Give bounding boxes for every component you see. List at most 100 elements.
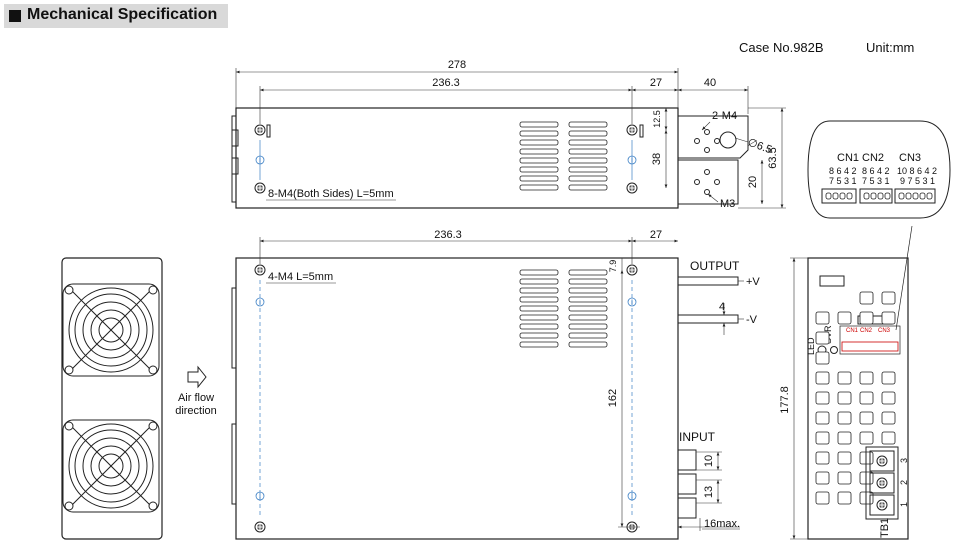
callout-bubble — [807, 120, 951, 219]
cn1-even-pins: 8 6 4 2 — [829, 166, 857, 176]
dim-holes-top: 236.3 — [432, 77, 460, 89]
front-view-body — [235, 257, 679, 540]
vent-slot — [519, 314, 559, 321]
vent-slot — [568, 269, 608, 276]
connector-callout: CN1 CN2 CN3 8 6 4 2 7 5 3 1 8 6 4 2 7 5 … — [807, 120, 951, 331]
cn2-even-pins: 8 6 4 2 — [862, 166, 890, 176]
connector-pin — [839, 192, 846, 200]
front-view: 236.3 27 7.9 162 4-M4 L=5mm OUTPUT +V -V… — [231, 229, 808, 540]
dia-value: 6.5 — [755, 140, 773, 157]
vent-slot — [519, 287, 559, 294]
terminal-2: 2 — [899, 480, 909, 485]
vent-cell — [881, 311, 896, 325]
input-label: INPUT — [679, 430, 716, 444]
vent-slot — [568, 175, 608, 182]
input-terminal-icon — [677, 497, 697, 519]
connector-pin — [919, 192, 926, 200]
vent-cell — [815, 411, 830, 425]
connector-pin — [846, 192, 853, 200]
dim-63-5: 63.5 — [767, 147, 779, 168]
vent-cell — [837, 371, 852, 385]
vent-cell — [837, 311, 852, 325]
output-terminal-plus — [677, 276, 739, 286]
screw-icon — [254, 521, 266, 533]
vent-cell — [881, 431, 896, 445]
vent-slot — [568, 287, 608, 294]
vent-slot — [568, 184, 608, 191]
end-cn1: CN1 — [846, 328, 859, 334]
vent-cell — [837, 471, 852, 485]
unit-label: Unit:mm — [866, 40, 915, 55]
dim-16max: 16max. — [704, 518, 740, 530]
screw-icon — [254, 124, 266, 136]
vent-cell — [859, 371, 874, 385]
airflow-line2: direction — [175, 405, 217, 417]
vent-cell — [815, 311, 830, 325]
dim-7-9: 7.9 — [608, 260, 618, 273]
cn3-even-pins: 10 8 6 4 2 — [897, 166, 937, 176]
label-8m4: 8-M4(Both Sides) L=5mm — [268, 188, 394, 200]
diameter-icon: ∅ — [746, 137, 759, 152]
vent-cell — [815, 391, 830, 405]
vent-cell — [881, 391, 896, 405]
cn1-connector-icon — [821, 188, 857, 204]
led-label: LED — [806, 337, 816, 355]
vent-cell — [859, 411, 874, 425]
mounting-bracket — [677, 115, 749, 159]
airflow-arrow-icon — [187, 365, 207, 389]
dim-20: 20 — [747, 176, 759, 188]
vent-slot — [568, 278, 608, 285]
input-terminal-icon — [677, 473, 697, 495]
connector-pin — [898, 192, 905, 200]
vent-slot — [568, 332, 608, 339]
dim-13: 13 — [703, 486, 715, 498]
connector-block-end — [841, 341, 899, 352]
connector-pin — [905, 192, 912, 200]
connector-pin — [863, 192, 870, 200]
front-vents — [519, 269, 608, 348]
vent-slot — [519, 332, 559, 339]
screw-icon — [254, 264, 266, 276]
end-cn2: CN2 — [860, 328, 873, 334]
fan-icon — [62, 283, 160, 377]
vent-cell — [815, 491, 830, 505]
case-number: Case No.982B — [739, 40, 824, 55]
vent-slot — [519, 157, 559, 164]
vent-slot — [519, 305, 559, 312]
vent-cell — [815, 431, 830, 445]
dim-38: 38 — [651, 153, 663, 165]
dim-12-5: 12.5 — [652, 110, 662, 128]
vent-slot — [568, 314, 608, 321]
plus-v-label: +V — [746, 276, 760, 288]
vent-cell — [837, 491, 852, 505]
vent-cell — [837, 451, 852, 465]
vent-slot — [519, 323, 559, 330]
cn1-label: CN1 — [837, 152, 859, 164]
vent-cell — [815, 351, 830, 365]
connector-pin — [870, 192, 877, 200]
vent-slot — [568, 305, 608, 312]
label-4m4: 4-M4 L=5mm — [268, 271, 333, 283]
dim-holes-front: 236.3 — [434, 229, 462, 241]
vent-cell — [815, 331, 830, 345]
connector-pin — [912, 192, 919, 200]
end-view: CN1 CN2 CN3 LED SVR 3 2 1 TB1 — [806, 257, 909, 540]
minus-v-label: -V — [746, 314, 758, 326]
terminal-block-tb1 — [865, 446, 899, 520]
dim-162: 162 — [607, 389, 619, 407]
fan-side-view — [61, 257, 163, 540]
vent-slot — [568, 130, 608, 137]
dim-offset-front: 27 — [650, 229, 662, 241]
screw-icon — [254, 182, 266, 194]
connector-pin — [825, 192, 832, 200]
output-terminal-minus — [677, 314, 739, 324]
cn3-odd-pins: 9 7 5 3 1 — [900, 176, 935, 186]
vent-cell — [859, 291, 874, 305]
section-header: Mechanical Specification — [4, 4, 228, 28]
vent-slot — [519, 148, 559, 155]
connector-pins — [825, 192, 933, 200]
terminal-screw-icon — [876, 455, 888, 467]
end-vents — [815, 291, 896, 505]
vent-slot — [519, 296, 559, 303]
vent-slot — [519, 166, 559, 173]
